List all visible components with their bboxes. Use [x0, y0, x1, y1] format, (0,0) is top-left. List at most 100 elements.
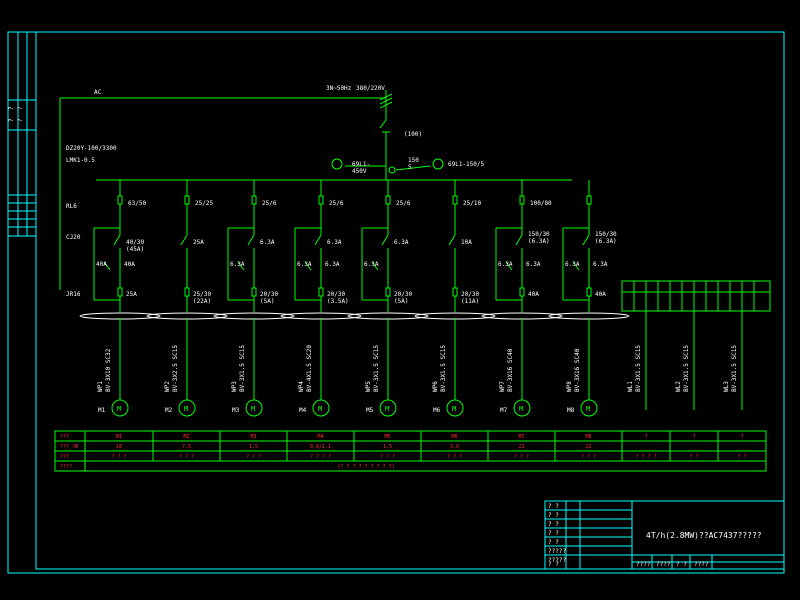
dz-spec: DZ20Y-100/3300	[66, 145, 117, 152]
revision-cell: ?	[17, 106, 24, 110]
table-load-name: M5	[384, 434, 390, 440]
fuse-rating: 25/10	[463, 200, 481, 207]
revision-cell: ?	[17, 118, 24, 122]
table-load-name: M2	[183, 434, 189, 440]
spare-cable-spec: BV-3X1.5 SC15	[635, 345, 642, 392]
spare-cable-spec: BV-3X1.5 SC15	[731, 345, 738, 392]
wire-id: WP3	[231, 381, 238, 392]
relay-rating: (11A)	[461, 298, 479, 305]
motor-id: M3	[232, 407, 240, 414]
fuse-rating: 25/6	[396, 200, 411, 207]
title-block-footer-cell: ? ?	[548, 561, 559, 568]
relay-rating: 20/30	[461, 291, 479, 298]
spare-cable-spec: BV-3X1.5 SC15	[683, 345, 690, 392]
overload-relay-symbol	[184, 287, 190, 297]
table-load-power: 22	[518, 444, 524, 450]
fuse-rating: 63/50	[128, 200, 146, 207]
ct-ratio-line: 150	[408, 157, 419, 164]
motor-id: M4	[299, 407, 307, 414]
table-row-label: ???	[60, 454, 69, 460]
contactor-rating: 10A	[461, 239, 472, 246]
motor-m-glyph: M	[385, 405, 389, 413]
aux-rating: 6.3A	[498, 261, 513, 268]
ct-symbol	[388, 166, 396, 174]
table-load-name: M3	[250, 434, 256, 440]
revision-cell: ?	[8, 118, 15, 122]
cable-spec: BV-3X16 SC40	[507, 348, 514, 392]
motor-symbol	[245, 399, 263, 417]
motor-symbol	[178, 399, 196, 417]
motor-symbol	[446, 399, 464, 417]
table-load-desc: ? ? ? ?	[310, 454, 331, 460]
fuse-rating: 100/80	[530, 200, 552, 207]
aux-rating: 6.3A	[593, 261, 608, 268]
contactor-rating: 6.3A	[327, 239, 342, 246]
aux-rating: 6.3A	[526, 261, 541, 268]
motor-symbol	[580, 399, 598, 417]
cable-spec: BV-4X1.5 SC20	[306, 345, 313, 392]
motor-symbol	[111, 399, 129, 417]
ct-ratio-line: 5	[408, 164, 412, 171]
table-row-label: ??? ?W	[60, 444, 79, 450]
terminal-block	[621, 280, 771, 312]
amp-meter-type: 69L1-150/5	[448, 161, 485, 168]
ammeter-symbol	[432, 158, 444, 170]
relay-rating: (5A)	[394, 298, 408, 305]
jr16-row-label: JR16	[66, 291, 81, 298]
rl6-row-label: RL6	[66, 203, 77, 210]
wire-id: WP6	[432, 381, 439, 392]
cable-spec: BV-3X16 SC40	[574, 348, 581, 392]
overload-relay-symbol	[251, 287, 257, 297]
table-load-desc: ? ? ?	[581, 454, 596, 460]
motor-id: M5	[366, 407, 374, 414]
motor-id: M2	[165, 407, 173, 414]
cable-spec: BV-3X1.5 SC15	[440, 345, 447, 392]
motor-symbol	[513, 399, 531, 417]
aux-rating: 6.3A	[565, 261, 580, 268]
table-row-label: ????	[60, 464, 72, 470]
table-row-label: ???	[60, 434, 69, 440]
cable-spec: BV-3X2.5 SC15	[172, 345, 179, 392]
spare-wire-id: WL3	[723, 381, 730, 392]
aux-rating: 6.3A	[364, 261, 379, 268]
ac-label: AC	[94, 89, 102, 96]
aux-rating: 40A	[124, 261, 135, 268]
table-load-power: 0.8/1.1	[310, 444, 331, 450]
wire-id: WP5	[365, 381, 372, 392]
title-block-cell: ? ?	[548, 503, 559, 510]
relay-rating: 20/30	[327, 291, 345, 298]
spare-wire-id: WL2	[675, 381, 682, 392]
aux-rating: 6.3A	[297, 261, 312, 268]
overload-relay-symbol	[519, 287, 525, 297]
relay-rating: (3.5A)	[327, 298, 349, 305]
fuse-symbol	[586, 195, 592, 205]
volt-meter-type-line: 69L1-	[352, 161, 370, 168]
overload-relay-symbol	[385, 287, 391, 297]
fuse-symbol	[519, 195, 525, 205]
fuse-rating: 25/6	[262, 200, 277, 207]
table-load-power: 18	[116, 444, 122, 450]
motor-id: M8	[567, 407, 575, 414]
title-block-cell: ? ?	[548, 530, 559, 537]
table-load-power: 7.5	[182, 444, 191, 450]
relay-rating: (22A)	[193, 298, 211, 305]
table-load-desc: ? ? ?	[380, 454, 395, 460]
contactor-rating: 40/30	[126, 239, 144, 246]
title-block-cell: ?????	[548, 557, 566, 564]
table-note: (? ? ? ? ? ? ? ? ?)	[337, 464, 394, 470]
table-load-power: 3.0	[450, 444, 459, 450]
relay-rating: 25/30	[193, 291, 211, 298]
table-load-desc: ? ? ?	[179, 454, 194, 460]
source-label: 3N~50Hz	[326, 85, 352, 92]
aux-rating: 40A	[96, 261, 107, 268]
